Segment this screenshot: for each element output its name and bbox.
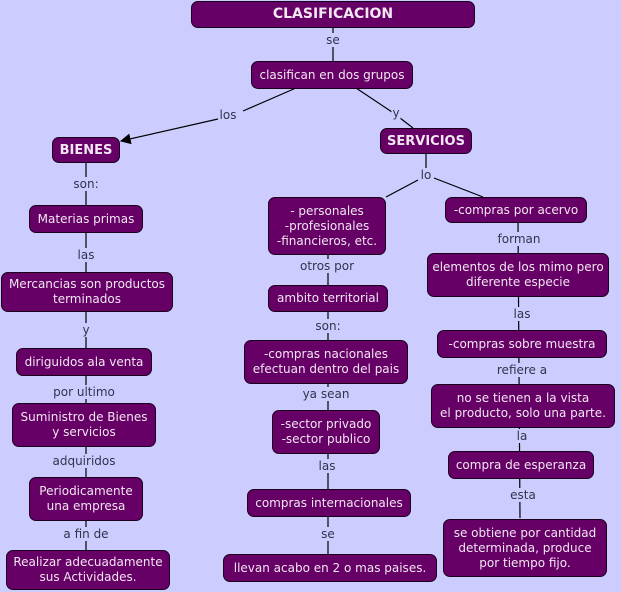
line-lo-personales (385, 179, 419, 198)
node-muestra[interactable]: -compras sobre muestra (437, 330, 607, 358)
link-label-son: son: (72, 177, 100, 191)
link-label-adquiridos: adquiridos (51, 454, 117, 468)
link-label-y: y (391, 106, 401, 120)
node-clasificacion[interactable]: CLASIFICACION (191, 1, 475, 28)
node-materias-primas[interactable]: Materias primas (29, 205, 143, 233)
link-label-se: se (320, 527, 336, 541)
link-label-la: la (515, 429, 529, 443)
node-dos-grupos[interactable]: clasifican en dos grupos (251, 61, 413, 89)
link-label-a-fin-de: a fin de (62, 527, 110, 541)
node-servicios[interactable]: SERVICIOS (380, 128, 472, 154)
node-ambito[interactable]: ambito territorial (268, 285, 388, 312)
link-label-los: los (218, 108, 238, 122)
line-grupos-los (242, 87, 297, 112)
node-esperanza[interactable]: compra de esperanza (448, 451, 594, 479)
link-label-son: son: (314, 319, 342, 333)
line-grupos-y (355, 87, 393, 113)
line-y-servicios (399, 117, 414, 129)
link-label-y: y (81, 323, 91, 337)
link-label-las: las (317, 459, 337, 473)
link-label-las: las (76, 248, 96, 262)
node-dirigidos[interactable]: diriguidos ala venta (16, 348, 152, 376)
node-mercancias[interactable]: Mercancias son productos terminados (1, 272, 173, 312)
link-label-esta: esta (509, 488, 537, 502)
node-obtiene[interactable]: se obtiene por cantidad determinada, pro… (443, 519, 607, 577)
link-label-otros-por: otros por (298, 259, 356, 273)
link-label-ya-sean: ya sean (301, 387, 351, 401)
node-acervo[interactable]: -compras por acervo (445, 197, 587, 223)
node-llevan[interactable]: llevan acabo en 2 o mas paises. (223, 554, 437, 582)
node-realizar[interactable]: Realizar adecuadamente sus Actividades. (6, 550, 170, 590)
node-periodicamente[interactable]: Periodicamente una empresa (29, 477, 143, 521)
node-personales[interactable]: - personales -profesionales -financieros… (268, 197, 386, 255)
link-label-se: se (325, 33, 341, 47)
node-suministro[interactable]: Suministro de Bienes y servicios (12, 403, 156, 447)
link-label-refiere-a: refiere a (495, 363, 549, 377)
node-elementos[interactable]: elementos de los mimo pero diferente esp… (427, 253, 609, 297)
node-internacionales[interactable]: compras internacionales (247, 489, 411, 517)
link-label-lo: lo (419, 168, 433, 182)
line-lo-acervo (433, 177, 484, 198)
link-label-forman: forman (496, 232, 542, 246)
node-nacionales[interactable]: -compras nacionales efectuan dentro del … (244, 340, 408, 384)
node-sector[interactable]: -sector privado -sector publico (272, 410, 380, 454)
node-bienes[interactable]: BIENES (52, 137, 120, 163)
link-label-las: las (512, 307, 532, 321)
node-no-vista[interactable]: no se tienen a la vista el producto, sol… (431, 384, 615, 428)
line-los-bienes (119, 118, 219, 145)
link-label-por-ultimo: por ultimo (52, 385, 116, 399)
